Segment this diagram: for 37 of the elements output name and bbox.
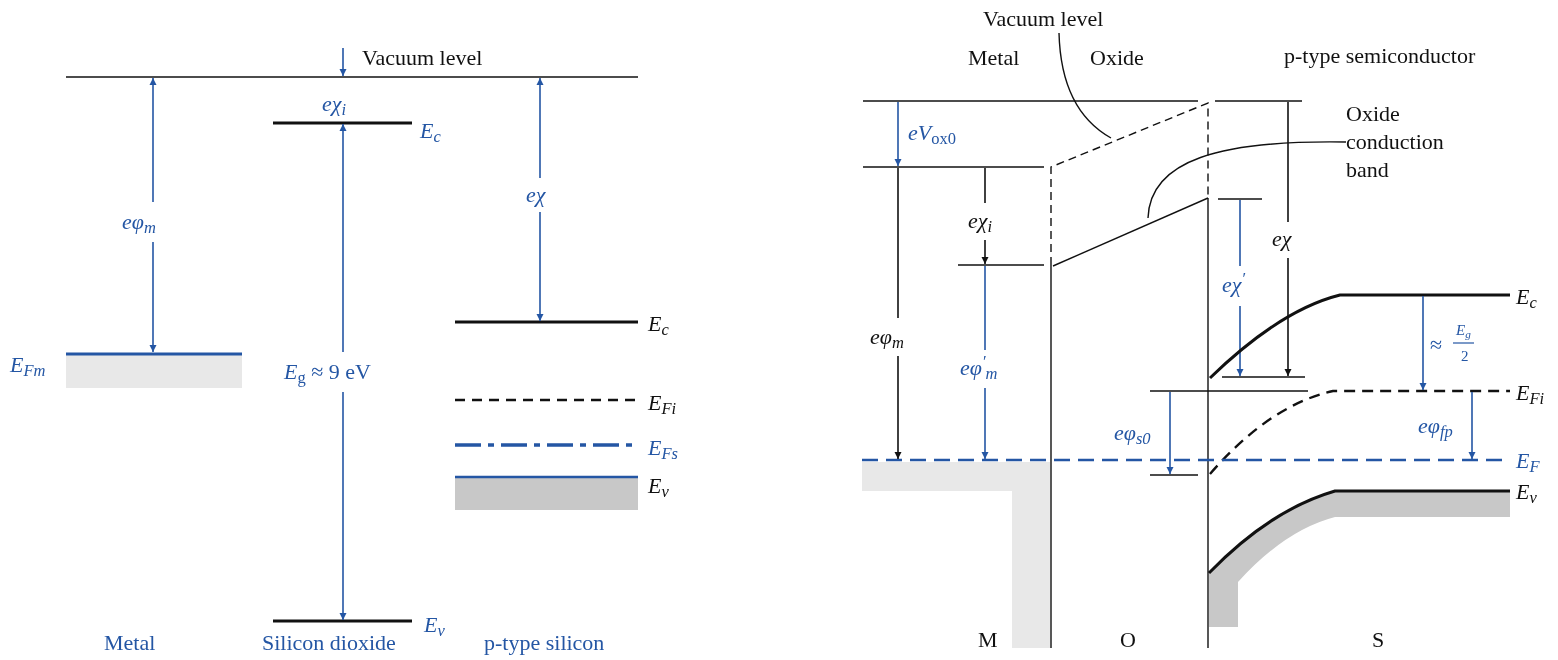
energy-label: E$_{c}$ [648, 313, 669, 335]
region-label: Metal [968, 47, 1020, 69]
energy-label: E$_{F}$ [1516, 450, 1540, 472]
energy-label: E$_{Fi}$ [1516, 382, 1545, 404]
energy-label: E$_{g}$ [1456, 322, 1471, 338]
region-label: p-type semiconductor [1284, 45, 1476, 67]
leader-line [1147, 141, 1347, 219]
energy-label: eχ [1272, 228, 1292, 250]
energy-label: E$_{Fm}$ [10, 354, 46, 376]
region-label: S [1372, 629, 1385, 651]
energy-label: E$_{Fs}$ [648, 437, 678, 459]
energy-label: E$_{Fi}$ [648, 392, 677, 414]
leader-line [1058, 32, 1112, 139]
energy-label: E$_{c}$ [1516, 286, 1537, 308]
region-label: Oxide [1090, 47, 1144, 69]
energy-label: eV$_{ox0}$ [908, 122, 956, 144]
energy-label: eφ$_{m}$ [122, 211, 156, 233]
energy-label: eχ [526, 184, 546, 206]
energy-label: eχ$_{i}$ [968, 210, 993, 232]
callout-text: Vacuum level [983, 5, 1129, 33]
material-label: p-type silicon [484, 632, 605, 654]
energy-label: 2 [1461, 348, 1469, 364]
energy-label: eφ$_{s0}$ [1114, 422, 1151, 444]
energy-label: eφ$_{m}$ [870, 326, 904, 348]
energy-label: ≈ [1430, 334, 1443, 356]
region-label: O [1120, 629, 1136, 651]
callout-text: Oxide conduction band [1346, 100, 1458, 184]
energy-label: E$_{v}$ [1516, 481, 1537, 503]
region-label: M [978, 629, 998, 651]
energy-label: E$_{v}$ [424, 614, 445, 636]
energy-label: E$_{c}$ [420, 120, 441, 142]
energy-label: eχ$^{′}$ [1222, 274, 1246, 296]
material-label: Silicon dioxide [262, 632, 396, 654]
energy-label: E$_{v}$ [648, 475, 669, 497]
energy-label: eχ$_{i}$ [322, 93, 347, 115]
material-label: Metal [104, 632, 156, 654]
level-label: Vacuum level [362, 47, 483, 69]
